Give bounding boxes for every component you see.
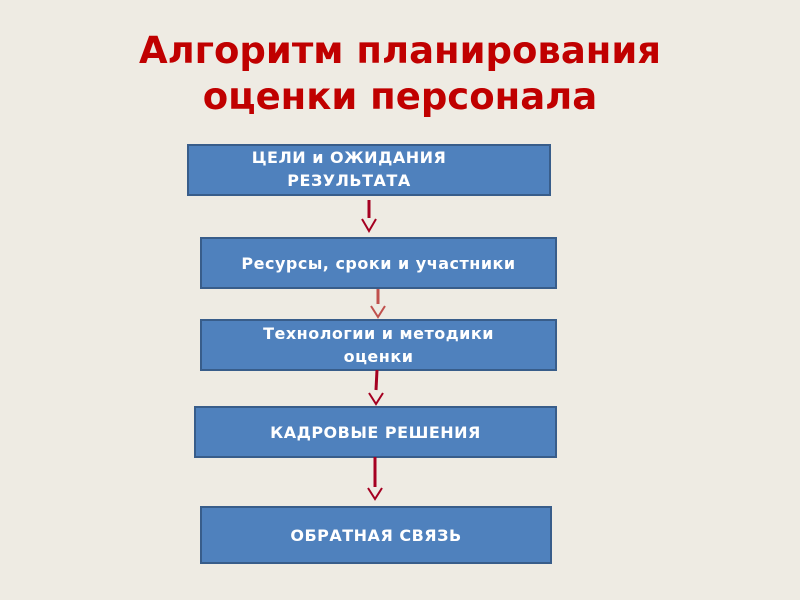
title-line-1: Алгоритм планирования (138, 29, 662, 72)
arrow-down-icon (359, 199, 379, 233)
step-goals-expectations: ЦЕЛИ и ОЖИДАНИЯ РЕЗУЛЬТАТА (187, 144, 551, 196)
step-label: Технологии и методики оценки (263, 324, 494, 366)
step-resources: Ресурсы, сроки и участники (200, 237, 557, 289)
arrow-down-icon (366, 370, 386, 406)
step-label: Ресурсы, сроки и участники (241, 253, 516, 273)
step-label: ОБРАТНАЯ СВЯЗЬ (290, 525, 462, 545)
arrow-down-icon (365, 457, 385, 501)
arrow-down-icon (368, 289, 388, 319)
step-technologies: Технологии и методики оценки (200, 319, 557, 371)
step-label: ЦЕЛИ и ОЖИДАНИЯ РЕЗУЛЬТАТА (251, 148, 447, 190)
title-line-2: оценки персонала (202, 75, 598, 118)
step-feedback: ОБРАТНАЯ СВЯЗЬ (200, 506, 552, 564)
step-label: КАДРОВЫЕ РЕШЕНИЯ (270, 422, 481, 442)
page-title: Алгоритм планирования оценки персонала (0, 28, 800, 120)
step-hr-decisions: КАДРОВЫЕ РЕШЕНИЯ (194, 406, 557, 458)
